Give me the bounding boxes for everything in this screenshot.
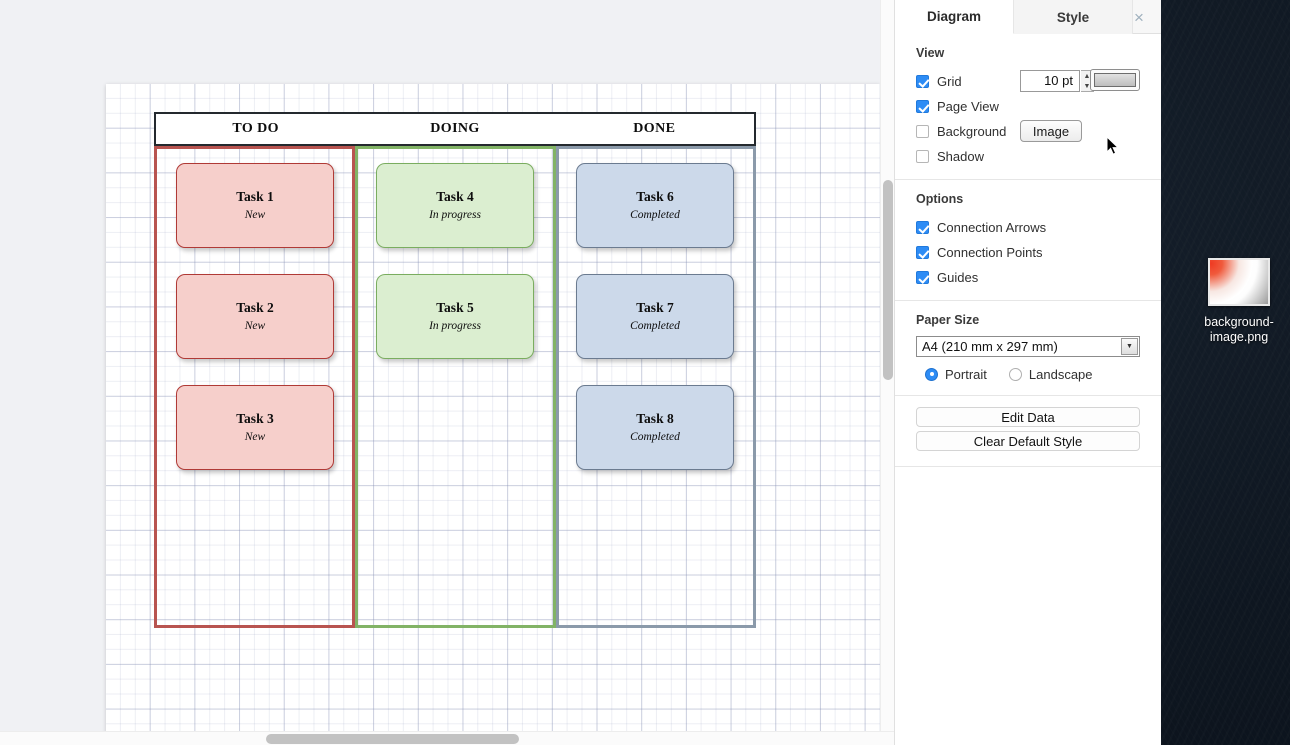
task-card-status: Completed (630, 431, 680, 443)
background-label: Background (937, 124, 1007, 139)
task-card-title: Task 5 (436, 300, 474, 315)
image-thumbnail-icon (1208, 258, 1270, 306)
connection-arrows-label: Connection Arrows (937, 220, 1047, 235)
page-view-checkbox[interactable] (916, 100, 929, 113)
grid-checkbox[interactable] (916, 75, 929, 88)
diagram-canvas[interactable]: TO DO DOING DONE Task 1 New Task 2 New T… (0, 0, 894, 745)
task-card-title: Task 7 (636, 300, 674, 315)
desktop-file-icon[interactable]: background-image.png (1189, 258, 1289, 345)
task-card[interactable]: Task 6 Completed (576, 163, 734, 248)
orientation-row: Portrait Landscape (895, 363, 1161, 385)
paper-size-value: A4 (210 mm x 297 mm) (922, 339, 1058, 354)
connection-arrows-row: Connection Arrows (895, 215, 1161, 240)
lane-body-done[interactable] (556, 146, 756, 628)
kanban-header-row: TO DO DOING DONE (154, 112, 756, 146)
paper-size-section: Paper Size A4 (210 mm x 297 mm) ▼ Portra… (895, 301, 1161, 396)
tab-diagram[interactable]: Diagram (895, 0, 1014, 34)
connection-points-row: Connection Points (895, 240, 1161, 265)
task-card-status: New (244, 320, 266, 332)
format-panel: Diagram Style × View Grid 10 pt ▲ ▼ Pag (894, 0, 1161, 745)
kanban-board[interactable]: TO DO DOING DONE Task 1 New Task 2 New T… (154, 112, 756, 628)
task-card-status: New (244, 209, 266, 221)
lane-title-todo[interactable]: TO DO (232, 121, 279, 136)
options-section: Options Connection Arrows Connection Poi… (895, 180, 1161, 301)
tab-style[interactable]: Style (1014, 0, 1133, 34)
background-row: Background Image (895, 119, 1161, 144)
landscape-label: Landscape (1028, 366, 1093, 382)
grid-row: Grid 10 pt ▲ ▼ (895, 69, 1161, 94)
grid-label: Grid (937, 74, 962, 89)
shadow-checkbox[interactable] (916, 150, 929, 163)
guides-row: Guides (895, 265, 1161, 290)
task-card[interactable]: Task 4 In progress (376, 163, 534, 248)
horizontal-scrollbar-thumb[interactable] (266, 734, 519, 744)
task-card-title: Task 8 (636, 411, 674, 426)
drawing-app-window: TO DO DOING DONE Task 1 New Task 2 New T… (0, 0, 1161, 745)
lane-body-todo[interactable] (154, 146, 355, 628)
stepper-down-icon[interactable]: ▼ (1083, 82, 1091, 90)
vertical-scrollbar[interactable] (880, 0, 894, 731)
task-card-status: New (244, 431, 266, 443)
connection-points-label: Connection Points (937, 245, 1043, 260)
page-view-label: Page View (937, 99, 999, 114)
task-card[interactable]: Task 8 Completed (576, 385, 734, 470)
edit-data-button[interactable]: Edit Data (916, 407, 1140, 427)
close-icon[interactable]: × (1134, 7, 1144, 27)
grid-size-input[interactable]: 10 pt (1020, 70, 1080, 92)
task-card-title: Task 4 (436, 189, 474, 204)
horizontal-scrollbar[interactable] (0, 731, 894, 745)
lane-title-doing[interactable]: DOING (430, 121, 480, 136)
vertical-scrollbar-thumb[interactable] (883, 180, 893, 380)
task-card[interactable]: Task 2 New (176, 274, 334, 359)
background-checkbox[interactable] (916, 125, 929, 138)
connection-arrows-checkbox[interactable] (916, 221, 929, 234)
grid-color-preview (1094, 73, 1136, 87)
paper-size-title: Paper Size (916, 313, 980, 327)
stepper-up-icon[interactable]: ▲ (1083, 72, 1091, 80)
panel-actions-section: Edit Data Clear Default Style (895, 396, 1161, 467)
clear-default-style-button[interactable]: Clear Default Style (916, 431, 1140, 451)
page-view-row: Page View (895, 94, 1161, 119)
task-card-title: Task 2 (236, 300, 274, 315)
task-card[interactable]: Task 3 New (176, 385, 334, 470)
lane-title-done[interactable]: DONE (633, 121, 676, 136)
view-section: View Grid 10 pt ▲ ▼ Page View Backgr (895, 34, 1161, 180)
guides-label: Guides (937, 270, 979, 285)
task-card-title: Task 3 (236, 411, 274, 426)
paper-size-select[interactable]: A4 (210 mm x 297 mm) ▼ (916, 336, 1140, 357)
portrait-label: Portrait (945, 366, 987, 382)
portrait-radio[interactable] (925, 367, 938, 381)
task-card[interactable]: Task 7 Completed (576, 274, 734, 359)
task-card-status: In progress (429, 320, 481, 332)
lane-body-doing[interactable] (355, 146, 556, 628)
shadow-row: Shadow (895, 144, 1161, 169)
chevron-down-icon[interactable]: ▼ (1121, 338, 1138, 355)
task-card-status: In progress (429, 209, 481, 221)
task-card-status: Completed (630, 209, 680, 221)
desktop-file-label: background-image.png (1204, 315, 1274, 344)
panel-tab-bar: Diagram Style × (895, 0, 1161, 34)
shadow-label: Shadow (937, 149, 984, 164)
connection-points-checkbox[interactable] (916, 246, 929, 259)
background-image-button[interactable]: Image (1020, 120, 1082, 142)
options-section-title: Options (916, 192, 964, 206)
landscape-radio[interactable] (1008, 367, 1022, 381)
task-card-title: Task 6 (636, 189, 674, 204)
guides-checkbox[interactable] (916, 271, 929, 284)
task-card[interactable]: Task 1 New (176, 163, 334, 248)
view-section-title: View (916, 46, 945, 60)
task-card[interactable]: Task 5 In progress (376, 274, 534, 359)
task-card-status: Completed (630, 320, 680, 332)
page-sheet[interactable]: TO DO DOING DONE Task 1 New Task 2 New T… (106, 84, 880, 745)
task-card-title: Task 1 (236, 189, 274, 204)
grid-color-swatch[interactable] (1090, 69, 1140, 91)
